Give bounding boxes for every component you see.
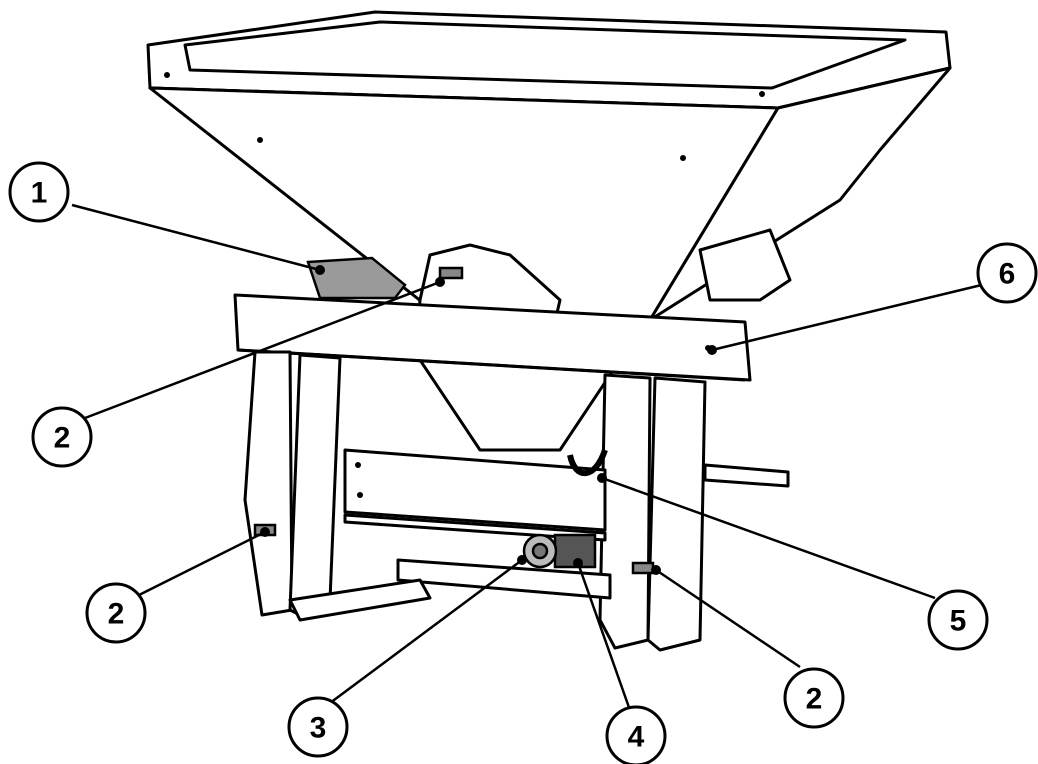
- bottom-rail: [396, 558, 612, 600]
- right-leg-outer: [646, 376, 707, 652]
- callout-5-label: 5: [950, 605, 967, 638]
- callout-2c-circle: [783, 667, 845, 729]
- cross-beam: [233, 293, 752, 382]
- callout-6-label: 6: [999, 258, 1016, 291]
- callout-5-circle: [927, 589, 989, 651]
- callout-1-label: 1: [31, 177, 48, 210]
- callout-1-circle: [8, 161, 70, 223]
- callout-2b-label: 2: [108, 598, 125, 631]
- callout-4-label: 4: [628, 721, 645, 754]
- hopper-rim-inner: [183, 20, 907, 90]
- left-leg-inner: [288, 353, 342, 617]
- lower-panel: [343, 448, 607, 532]
- adjustment-plate: [306, 256, 407, 300]
- callout-2c-label: 2: [806, 683, 823, 716]
- pin-right: [631, 561, 655, 575]
- callout-4-circle: [605, 705, 667, 764]
- callout-3-circle: [287, 696, 349, 758]
- callout-2b-circle: [85, 582, 147, 644]
- callout-6-circle: [976, 242, 1038, 304]
- callout-2a-circle: [31, 406, 93, 468]
- callout-3-label: 3: [310, 712, 327, 745]
- pin-top: [438, 266, 464, 280]
- left-leg-outer: [243, 350, 294, 617]
- side-shaft: [703, 463, 790, 488]
- right-bracket: [698, 228, 792, 302]
- right-leg-inner: [598, 373, 652, 650]
- hopper-funnel: [418, 358, 622, 452]
- callout-2a-label: 2: [54, 422, 71, 455]
- hydraulic-hose: [567, 448, 608, 477]
- base-left: [288, 578, 432, 622]
